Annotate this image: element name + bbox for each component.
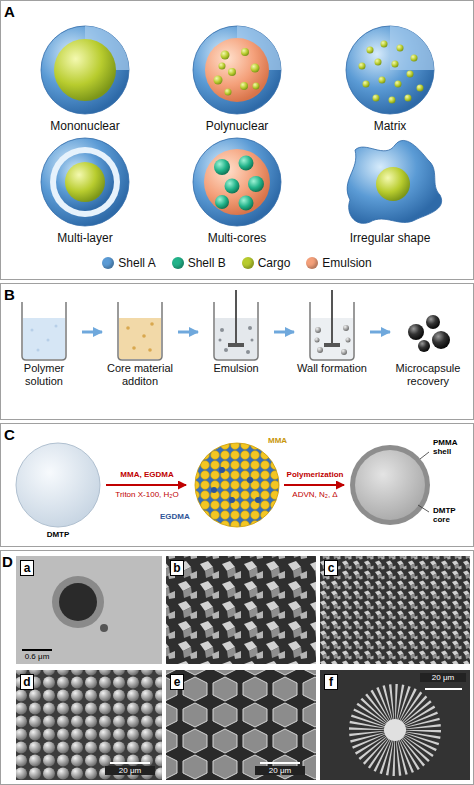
process-step: Microcapsule recovery — [392, 298, 464, 388]
legend-swatch — [306, 257, 318, 269]
flow-arrow — [178, 331, 198, 334]
sem-image-flower — [320, 670, 470, 780]
legend-text: Cargo — [258, 256, 291, 270]
legend-text: Shell A — [118, 256, 155, 270]
process-step: Emulsion — [200, 298, 272, 375]
image-letter: b — [170, 560, 184, 576]
material-label: DMTP core — [433, 506, 471, 524]
legend-item: Shell A — [102, 256, 155, 270]
microcapsule-spheres — [408, 315, 450, 352]
image-letter: e — [170, 674, 184, 690]
material-label: MMA — [268, 436, 300, 445]
panel-letter: B — [4, 286, 20, 303]
legend-item: Cargo — [242, 256, 291, 270]
sem-image-cubes — [166, 556, 316, 664]
scale-label: 20 μm — [420, 673, 466, 682]
flow-arrow — [274, 331, 294, 334]
image-letter: a — [20, 560, 34, 576]
beaker-polymer — [22, 302, 66, 360]
legend-swatch — [242, 257, 254, 269]
legend-text: Emulsion — [322, 256, 371, 270]
capsule-label: Matrix — [335, 120, 445, 134]
leader-lines — [418, 452, 429, 512]
capsule-label: Multi-layer — [30, 232, 140, 246]
legend-swatch — [102, 257, 114, 269]
polynuclear-capsule — [193, 26, 281, 114]
capsule-label: Mononuclear — [30, 120, 140, 134]
step-label: Core material additon — [104, 362, 176, 388]
material-label: DMTP — [38, 530, 78, 539]
panel-letter: D — [2, 553, 16, 570]
capsule-label: Multi-cores — [182, 232, 292, 246]
dmtp-droplet — [16, 443, 100, 527]
scale-label: 20 μm — [255, 766, 305, 775]
pmma-capsule — [350, 445, 430, 525]
scale-label: 20 μm — [105, 766, 155, 775]
beaker-core-addition — [118, 302, 162, 360]
flow-arrow — [370, 331, 390, 334]
panel-letter: C — [4, 426, 20, 443]
beaker-emulsion — [214, 290, 258, 360]
sem-image-spheres — [16, 670, 162, 780]
step-label: Wall formation — [296, 362, 368, 375]
sem-image-fine — [320, 556, 470, 664]
reagent-label: ADVN, N₂, Δ — [280, 490, 350, 499]
process-step: Wall formation — [296, 298, 368, 375]
irregular-capsule — [347, 140, 442, 223]
capsule-label: Irregular shape — [335, 232, 445, 246]
multi-cores-capsule — [193, 138, 281, 226]
flow-arrow — [82, 331, 102, 334]
beaker-wall-formation — [310, 290, 354, 360]
reagent-label: MMA, EGDMA — [102, 470, 192, 479]
legend-item: Emulsion — [306, 256, 371, 270]
legend-text: Shell B — [188, 256, 226, 270]
legend: Shell A Shell B Cargo Emulsion — [0, 256, 474, 270]
tem-image — [16, 556, 162, 664]
process-step: Core material additon — [104, 298, 176, 388]
image-letter: d — [20, 674, 34, 690]
multi-layer-capsule — [41, 138, 129, 226]
image-letter: c — [324, 560, 338, 576]
legend-item: Shell B — [172, 256, 226, 270]
scale-label: 0.6 μm — [17, 652, 57, 661]
monomer-coated-droplet — [195, 443, 279, 527]
process-step: Polymer solution — [8, 298, 80, 388]
panel-letter: A — [4, 3, 20, 20]
material-label: PMMA shell — [433, 438, 471, 456]
capsule-label: Polynuclear — [182, 120, 292, 134]
step-label: Microcapsule recovery — [392, 362, 464, 388]
step-label: Polymer solution — [8, 362, 80, 388]
legend-swatch — [172, 257, 184, 269]
mononuclear-capsule — [41, 26, 129, 114]
sem-image-hexagons — [166, 670, 316, 780]
reaction-arrows — [106, 484, 344, 486]
step-label: Emulsion — [200, 362, 272, 375]
reagent-label: Polymerization — [280, 470, 350, 479]
image-letter: f — [324, 674, 338, 690]
matrix-capsule — [346, 26, 434, 114]
reagent-label: Triton X-100, H₂O — [102, 490, 192, 499]
material-label: EGDMA — [160, 512, 200, 521]
